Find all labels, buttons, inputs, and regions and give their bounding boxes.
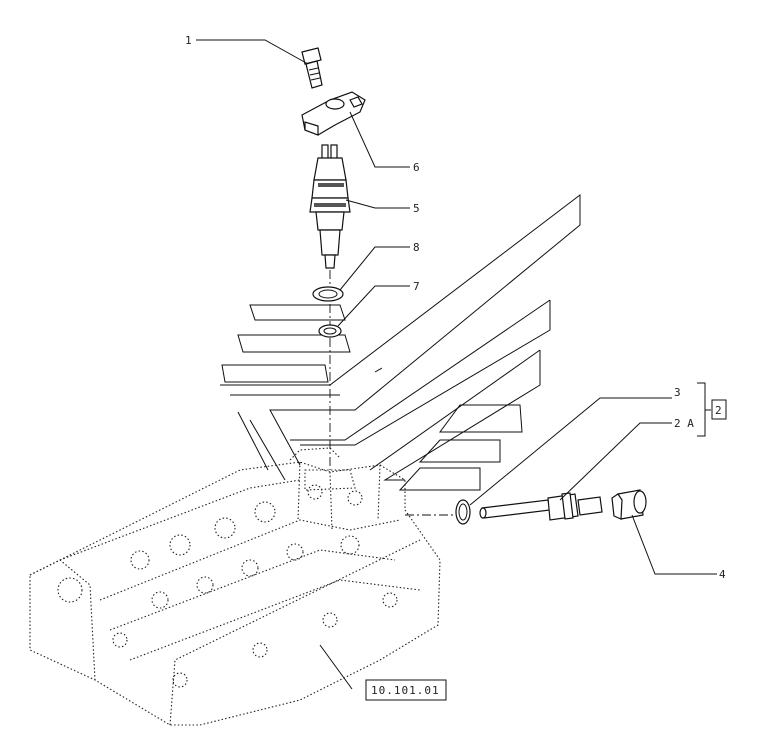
- screw-part: [301, 47, 323, 89]
- nut-part: [611, 489, 647, 520]
- reference-box-label[interactable]: 10.101.01: [371, 684, 440, 697]
- gasket-panels: [220, 193, 581, 491]
- callout-8: 8: [413, 241, 420, 254]
- callout-2-boxed: 2: [715, 404, 722, 417]
- callout-6: 6: [413, 161, 420, 174]
- callout-2-box: [711, 399, 727, 420]
- clamp-part: [301, 91, 366, 136]
- seal-ring-7: [318, 324, 342, 338]
- callout-5: 5: [413, 202, 420, 215]
- callout-7: 7: [413, 280, 420, 293]
- reference-box[interactable]: [365, 679, 447, 701]
- seal-ring-8: [312, 286, 344, 302]
- callout-4: 4: [719, 568, 726, 581]
- o-ring-part: [455, 499, 471, 525]
- injector-part: [309, 144, 351, 269]
- leader-lines: [196, 39, 717, 690]
- fuel-connector-pipe: [479, 492, 603, 521]
- callout-3: 3: [674, 386, 681, 399]
- cylinder-head: [29, 447, 441, 726]
- callout-2a: 2 A: [674, 417, 694, 430]
- callout-1: 1: [185, 34, 192, 47]
